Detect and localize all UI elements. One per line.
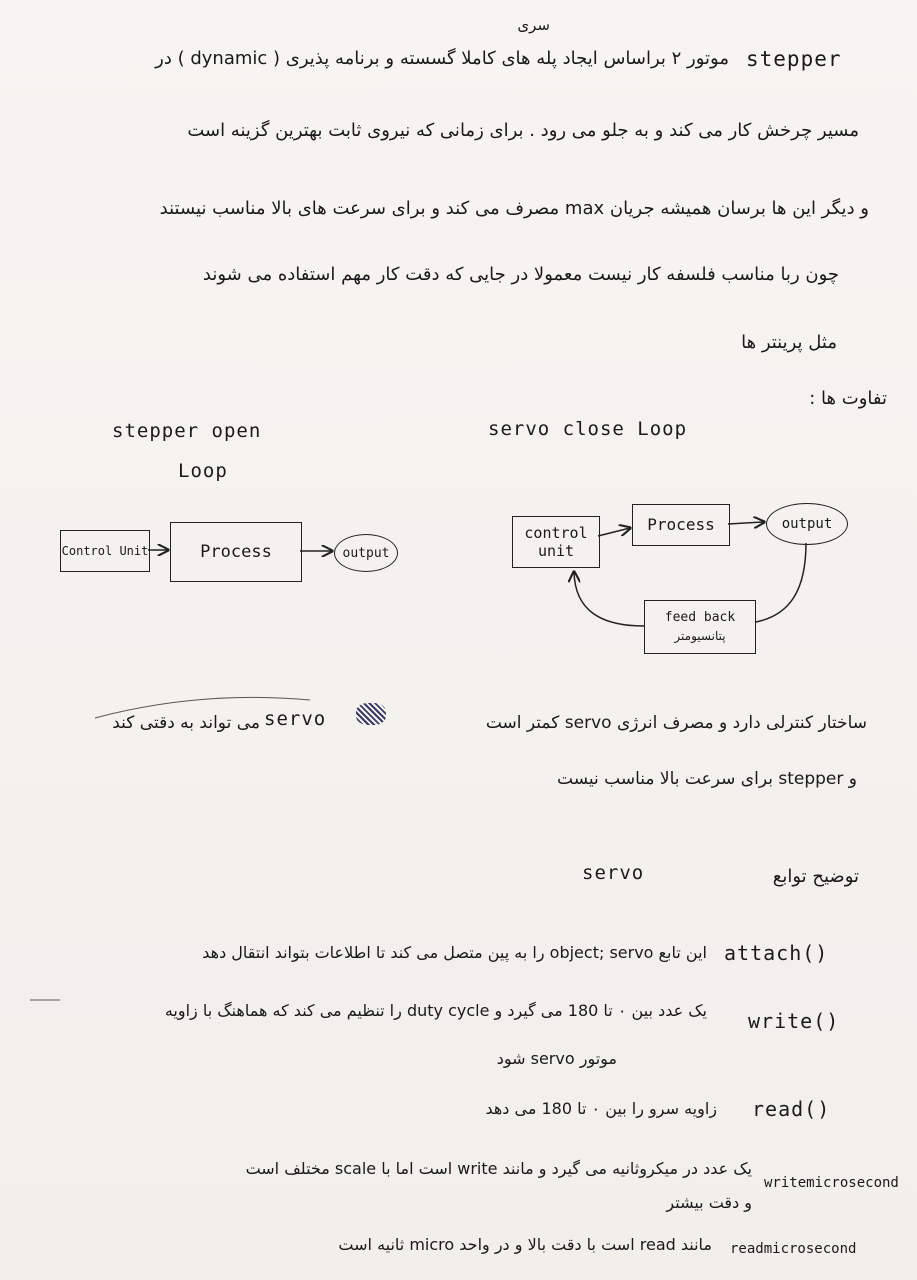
function-name-attach: attach() [724, 941, 829, 965]
function-desc-read: زاویه سرو را بین ۰ تا 180 می دهد [485, 1099, 717, 1118]
function-name-read: read() [752, 1097, 831, 1121]
feedback-box: feed back پتانسیومتر [644, 600, 756, 654]
functions-heading-servo: servo [582, 862, 645, 884]
intro-line-3: و دیگر این ها برسان همیشه جریان max مصرف… [159, 198, 869, 219]
closed-control-unit-box: control unit [512, 516, 600, 568]
above-note: سری [517, 16, 550, 34]
differences-heading: تفاوت ها : [809, 388, 887, 409]
intro-stepper-word: stepper [746, 47, 842, 71]
ink-scribble [356, 703, 386, 725]
closed-arrow-control-process [597, 528, 630, 537]
function-desc-readmicrosecond: مانند read است با دقت بالا و در واحد mic… [338, 1235, 712, 1254]
open-loop-title-1: stepper open [112, 420, 262, 442]
open-control-unit-box: Control Unit [60, 530, 150, 572]
open-loop-title-2: Loop [178, 460, 228, 482]
closed-control-line-1: control [524, 524, 588, 542]
intro-line-4: چون ربا مناسب فلسفه کار نیست معمولا در ج… [202, 264, 839, 285]
closed-output-node: output [766, 503, 848, 545]
closed-arrow-process-output [727, 522, 764, 524]
comparison-line-2: و stepper برای سرعت بالا مناسب نیست [557, 769, 857, 789]
function-desc-attach: این تابع object; servo را به پین متصل می… [202, 943, 707, 962]
function-desc-writemicrosecond: یک عدد در میکروثانیه می گیرد و مانند wri… [245, 1159, 752, 1178]
function-name-writemicrosecond: writemicrosecond [764, 1175, 899, 1191]
intro-line-5: مثل پرینتر ها [741, 332, 837, 353]
closed-loop-title: servo close Loop [488, 418, 688, 440]
intro-line-2: مسیر چرخش کار می کند و به جلو می رود . ب… [187, 120, 859, 141]
open-output-node: output [334, 534, 398, 572]
closed-control-line-2: unit [537, 542, 575, 560]
functions-heading: توضیح توابع [772, 866, 859, 887]
comparison-servo-word: servo [264, 708, 327, 730]
intro-line-1: موتور ۲ براساس ایجاد پله های کاملا گسسته… [155, 48, 729, 69]
closed-output-to-feedback [755, 542, 807, 623]
function-name-readmicrosecond: readmicrosecond [730, 1241, 857, 1257]
comparison-line-1: ساختار کنترلی دارد و مصرف انرژی servo کم… [485, 713, 867, 733]
function-desc-write: یک عدد بین ۰ تا 180 می گیرد و duty cycle… [164, 1001, 707, 1020]
function-desc-write-2: موتور servo شود [496, 1049, 617, 1068]
closed-feedback-to-control [574, 572, 645, 627]
open-process-box: Process [170, 522, 302, 582]
function-desc-writemicrosecond-2: و دقت بیشتر [666, 1193, 752, 1212]
feedback-line-2: پتانسیومتر [674, 629, 726, 643]
comparison-line-1-end: می تواند به دقتی کند [112, 713, 260, 733]
feedback-line-1: feed back [664, 610, 736, 625]
function-name-write: write() [748, 1009, 840, 1033]
